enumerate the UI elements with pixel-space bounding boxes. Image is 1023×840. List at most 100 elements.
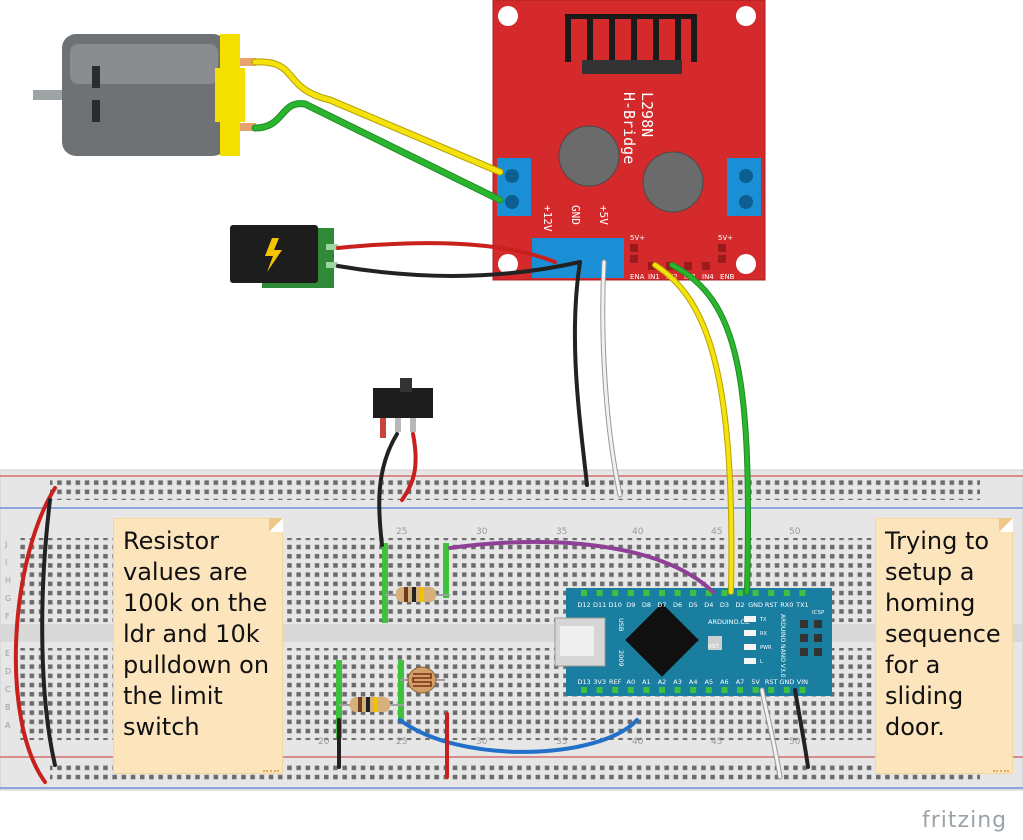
column-number: 50 <box>789 527 801 537</box>
nano-top-pin-dot <box>705 590 712 596</box>
nano-top-pin-label: D6 <box>673 601 682 609</box>
nano-bottom-pin-label: A0 <box>627 678 636 686</box>
row-letter: C <box>5 685 11 694</box>
column-number: 45 <box>711 737 722 747</box>
connected-column <box>382 543 388 623</box>
nano-bottom-pin-label: 5V <box>751 678 760 686</box>
nano-bottom-pin-dot <box>783 687 790 693</box>
nano-bottom-pin-dot <box>674 687 681 693</box>
capacitor-icon <box>642 151 704 213</box>
control-label: ENB <box>720 273 735 281</box>
row-letter: D <box>5 667 11 676</box>
column-number: 50 <box>789 737 801 747</box>
nano-bottom-pin-label: REF <box>609 678 622 686</box>
connected-column <box>336 660 342 738</box>
nano-top-pin-label: TX1 <box>795 601 809 609</box>
column-number: 35 <box>556 737 567 747</box>
column-number: 25 <box>396 527 407 537</box>
nano-bottom-pin-dot <box>705 687 712 693</box>
column-number: 35 <box>556 527 567 537</box>
connected-column <box>398 660 404 720</box>
nano-top-pin-dot <box>752 590 759 596</box>
row-letter: G <box>5 594 11 603</box>
heatsink-icon <box>565 14 697 74</box>
motor-a-terminal <box>497 158 531 216</box>
nano-top-pin-dot <box>737 590 743 596</box>
nano-bottom-pin-label: RST <box>765 678 778 686</box>
nano-top-pin-label: D8 <box>642 601 651 609</box>
nano-top-pin-dot <box>596 590 603 596</box>
nano-top-pin-label: D3 <box>720 601 729 609</box>
nano-model: ARDUINO NANO V3.0 <box>779 614 786 678</box>
nano-bottom-pin-label: 3V3 <box>593 678 606 686</box>
resistor-ldr <box>385 587 450 602</box>
nano-bottom-pin-label: VIN <box>797 678 808 686</box>
top-power-rail <box>50 480 980 500</box>
note-resize-icon <box>993 764 1009 772</box>
note-fold-icon <box>269 518 283 532</box>
note-resize-icon <box>263 764 279 772</box>
header-label: 5V+ <box>630 234 645 242</box>
nano-bottom-pin-dot <box>659 687 665 693</box>
note-fold-icon <box>999 518 1013 532</box>
nano-bottom-pin-dot <box>799 687 806 693</box>
nano-usb: USB <box>617 618 625 631</box>
nano-top-pin-label: D5 <box>689 601 698 609</box>
nano-bottom-pin-dot <box>612 687 619 693</box>
nano-bottom-pin-label: A5 <box>705 678 714 686</box>
nano-bottom-pin-dot <box>596 687 603 693</box>
column-number: 40 <box>632 737 644 747</box>
power-bolt-icon <box>265 238 282 272</box>
row-letter: A <box>5 721 11 730</box>
row-letter: H <box>5 576 11 585</box>
nano-icsp: ICSP <box>812 610 825 616</box>
nano-top-pin-dot <box>768 590 775 596</box>
row-letter: F <box>5 612 10 621</box>
pin-label-gnd: GND <box>569 205 582 225</box>
led-label: RX <box>760 631 767 637</box>
nano-top-pin-dot <box>721 590 728 596</box>
module-subtitle: H-Bridge <box>620 92 638 164</box>
nano-bottom-pin-label: A1 <box>642 678 651 686</box>
control-label: IN1 <box>648 273 660 281</box>
control-label: IN4 <box>702 273 714 281</box>
control-label: ENA <box>630 273 645 281</box>
nano-top-pin-dot <box>581 590 587 596</box>
nano-top-pin-label: D11 <box>593 601 606 609</box>
nano-rst-label: RST <box>708 644 719 650</box>
nano-bottom-pin-label: A7 <box>736 678 745 686</box>
nano-top-pin-dot <box>799 590 806 596</box>
column-number: 40 <box>632 527 644 537</box>
nano-top-pin-dot <box>674 590 681 596</box>
nano-top-pin-label: D9 <box>626 601 635 609</box>
nano-top-pin-dot <box>643 590 650 596</box>
row-letter: E <box>5 649 10 658</box>
row-letter: I <box>5 558 7 567</box>
nano-top-pin-dot <box>612 590 619 596</box>
nano-bottom-pin-label: A4 <box>689 678 698 686</box>
nano-bottom-pin-dot <box>627 687 634 693</box>
nano-top-pin-dot <box>690 590 697 596</box>
nano-top-pin-label: RX0 <box>780 601 793 609</box>
nano-year: 2009 <box>617 650 625 667</box>
nano-bottom-pin-dot <box>581 687 587 693</box>
nano-bottom-pin-dot <box>643 687 650 693</box>
dc-barrel-jack <box>230 225 338 288</box>
column-number: 20 <box>318 737 330 747</box>
limit-switch <box>373 378 433 438</box>
note-text: Trying to setup a homing sequence for a … <box>885 527 1001 741</box>
nano-bottom-pin-dot <box>721 687 728 693</box>
nano-bottom-pin-label: A2 <box>658 678 667 686</box>
nano-top-pin-label: RST <box>765 601 778 609</box>
led-label: PWR <box>760 645 772 651</box>
l298n-module: L298N H-Bridge +12V GND +5V 5V+ 5V+ ENA … <box>492 0 766 281</box>
row-letter: J <box>4 540 7 549</box>
nano-top-pin-label: D10 <box>609 601 622 609</box>
nano-bottom-pin-label: A3 <box>673 678 682 686</box>
connected-column <box>443 543 449 598</box>
pin-label-12v: +12V <box>541 205 554 232</box>
note-resistor-values: Resistor values are 100k on the ldr and … <box>113 518 283 774</box>
nano-bottom-pin-label: GND <box>779 678 794 686</box>
